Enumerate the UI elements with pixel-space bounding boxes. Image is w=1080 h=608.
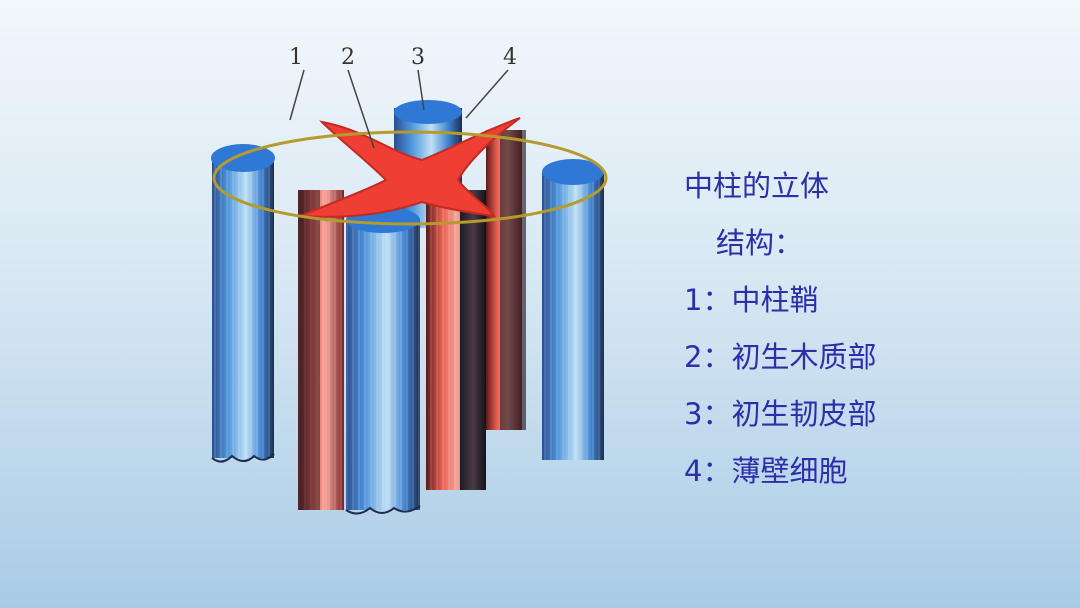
legend-item: 3：初生韧皮部 [684, 397, 877, 431]
label-1: 1 [289, 45, 303, 70]
label-2: 2 [341, 45, 355, 70]
xylem-cross-top [299, 117, 521, 218]
legend-item: 1：中柱鞘 [684, 283, 819, 317]
label-4: 4 [503, 45, 517, 70]
stele-3d-diagram: 1 2 3 4 [211, 45, 608, 515]
phloem-column-right [542, 159, 604, 460]
legend-item: 2：初生木质部 [684, 340, 877, 374]
phloem-column-front [345, 207, 421, 515]
label-3: 3 [411, 45, 425, 70]
legend-item: 4：薄壁细胞 [684, 454, 848, 488]
legend: 中柱的立体 结构： 1：中柱鞘 2：初生木质部 3：初生韧皮部 4：薄壁细胞 [684, 158, 876, 500]
legend-title-line2: 结构： [716, 226, 804, 260]
pericycle-ring [212, 130, 608, 226]
legend-title-line1: 中柱的立体 [684, 169, 830, 203]
xylem-columns [298, 130, 526, 510]
leader-lines [289, 69, 509, 149]
